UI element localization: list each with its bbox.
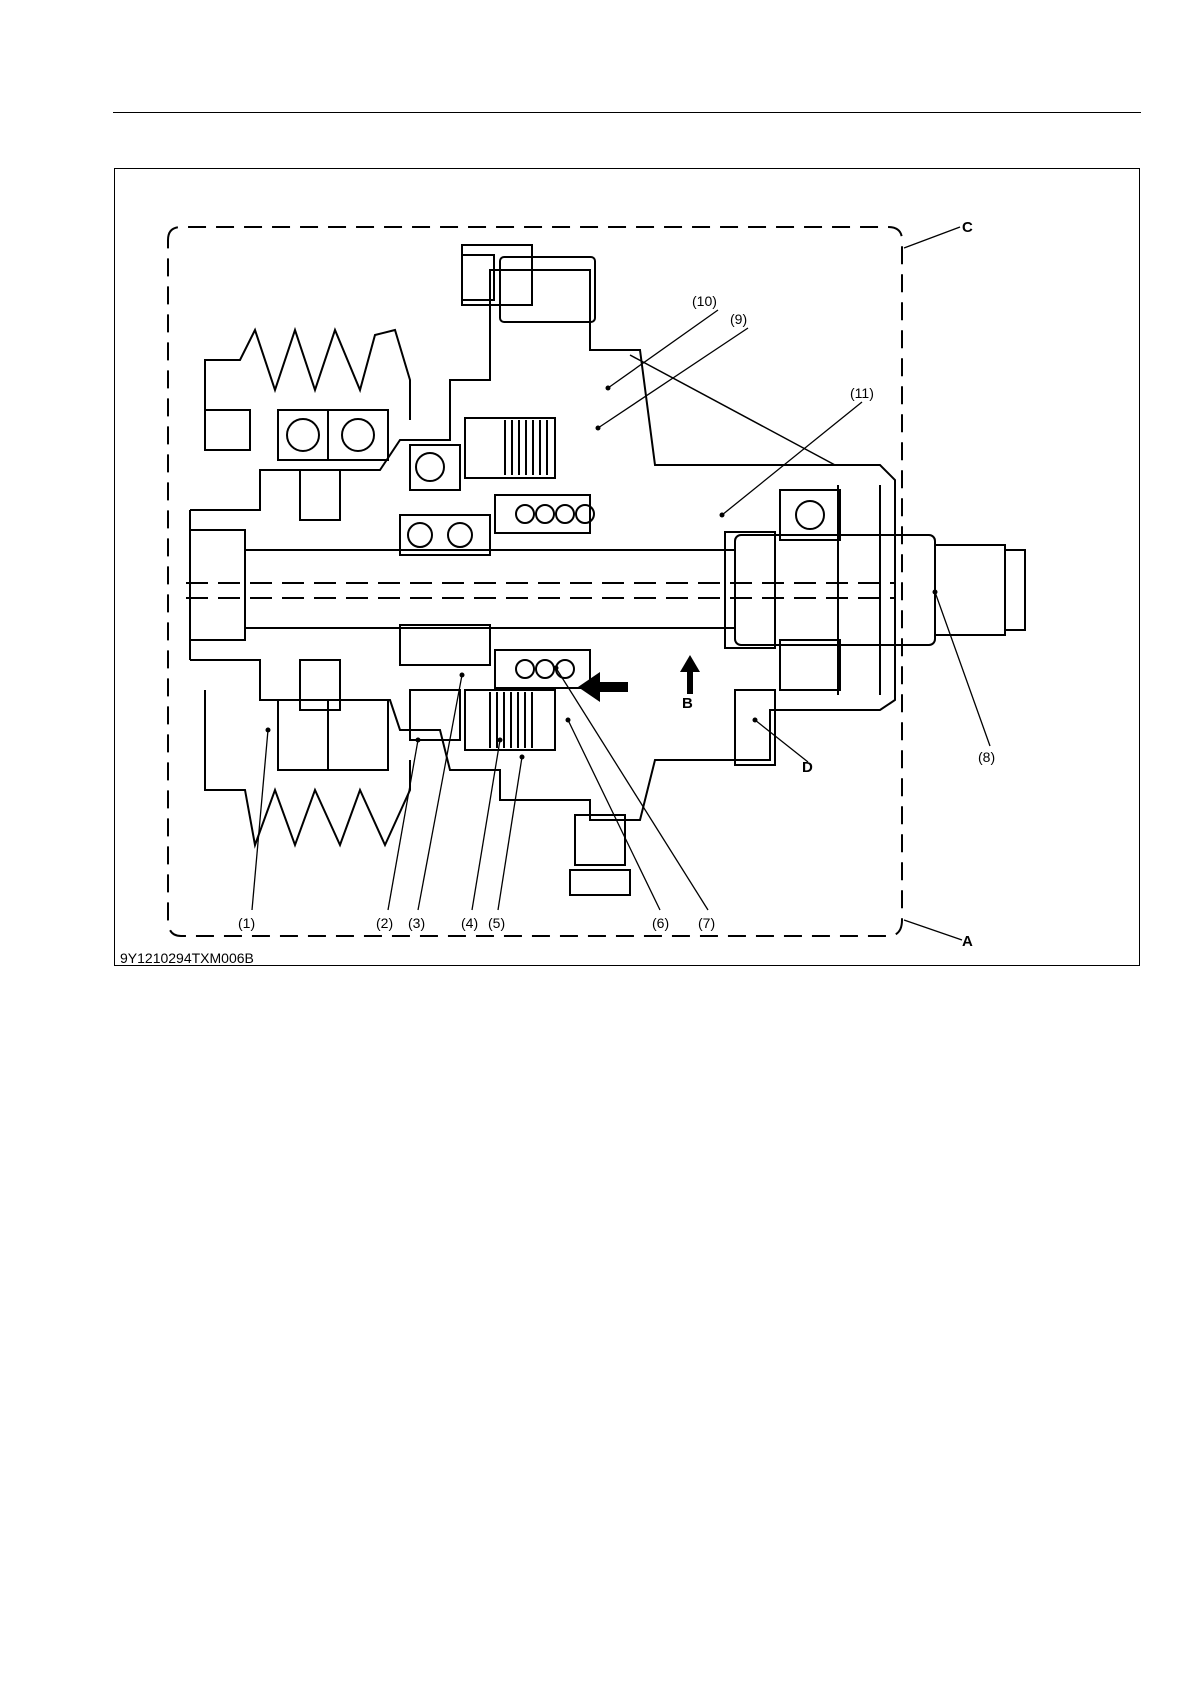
callout-7: (7) <box>698 915 715 931</box>
leader-5 <box>498 757 522 910</box>
bearing-right-top <box>780 490 840 540</box>
callout-11: (11) <box>850 385 874 401</box>
leader-d <box>755 720 808 762</box>
callout-3: (3) <box>408 915 425 931</box>
leader-a <box>904 920 962 940</box>
shaft-inner <box>245 550 735 628</box>
flow-arrow-left <box>578 672 628 702</box>
callout-4: (4) <box>461 915 478 931</box>
left-end-cap <box>190 530 245 640</box>
output-shaft <box>735 535 935 645</box>
flow-arrow-up <box>680 655 700 694</box>
pulley-bottom <box>205 690 410 845</box>
dashed-enclosure <box>168 227 902 936</box>
leader-1 <box>252 730 268 910</box>
letter-c: C <box>962 219 973 236</box>
callout-5: (5) <box>488 915 505 931</box>
bearing-bottom-2 <box>400 625 490 665</box>
leader-4 <box>472 740 500 910</box>
leader-c <box>904 227 960 248</box>
callout-8: (8) <box>978 749 995 765</box>
housing-outline <box>190 270 895 820</box>
figure-id-code: 9Y1210294TXM006B <box>120 950 254 966</box>
leader-2 <box>388 740 418 910</box>
pulley-top <box>205 330 410 420</box>
clutch-plates-top <box>465 418 555 478</box>
letter-d: D <box>802 759 813 776</box>
callout-1: (1) <box>238 915 255 931</box>
letter-b: B <box>682 695 693 712</box>
callout-6: (6) <box>652 915 669 931</box>
callout-2: (2) <box>376 915 393 931</box>
spring-ball-bottom <box>495 650 590 688</box>
clutch-plates-bottom <box>465 690 555 750</box>
leader-3 <box>418 675 462 910</box>
bearing-right-bottom <box>780 640 840 690</box>
leader-9 <box>598 328 748 428</box>
solenoid-block <box>500 257 595 322</box>
leader-8 <box>935 592 990 746</box>
callout-10: (10) <box>692 293 717 309</box>
bearing-top-1 <box>278 410 328 460</box>
letter-a: A <box>962 933 973 950</box>
callout-9: (9) <box>730 311 747 327</box>
